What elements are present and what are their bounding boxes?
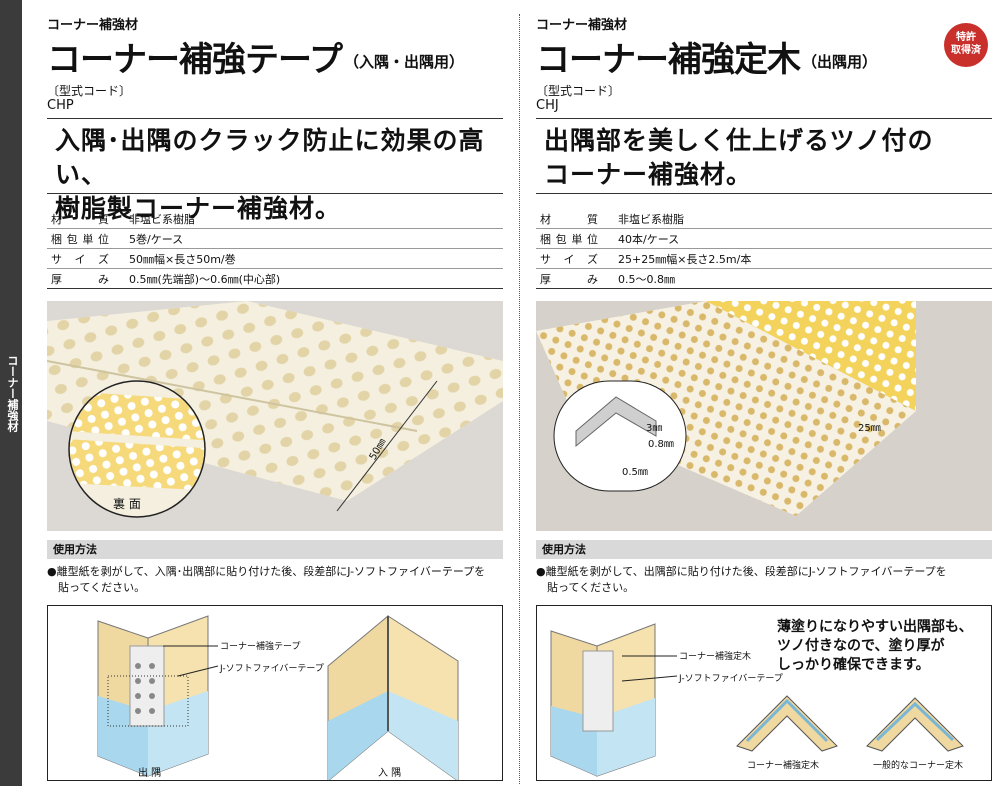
install-diagram-illustration [97, 614, 459, 780]
spec-row: 梱包単位 5巻/ケース [47, 228, 503, 249]
photo-dimension-3mm: 3㎜ [646, 423, 663, 434]
usage-heading: 使用方法 [47, 540, 503, 559]
diagram-note-line-1: 薄塗りになりやすい出隅部も、 [777, 619, 973, 635]
code-label: 〔型式コード〕 [47, 84, 132, 98]
spec-value: 25+25㎜幅×長さ2.5m/本 [608, 248, 992, 269]
headline: 入隅･出隅のクラック防止に効果の高い、 樹脂製コーナー補強材。 [55, 124, 503, 226]
product-code: CHJ [536, 98, 559, 113]
patent-badge-line-2: 取得済 [951, 45, 981, 56]
product-title-main: コーナー補強テープ [47, 40, 343, 80]
headline-line-1: 出隅部を美しく仕上げるツノ付の [544, 126, 934, 155]
diagram-caption-bead: コーナー補強定木 [747, 761, 820, 771]
rule [536, 118, 992, 119]
category-label: コーナー補強材 [47, 18, 139, 33]
sidebar: コーナー補強材 [0, 0, 22, 786]
spec-row: サイズ 25+25㎜幅×長さ2.5m/本 [536, 248, 992, 269]
usage-line-1: ●離型紙を剥がして、出隅部に貼り付けた後、段差部にJ-ソフトファイバーテープを [536, 565, 947, 578]
product-photo: 50㎜ 裏 面 [47, 301, 503, 531]
photo-dimension-05mm: 0.5㎜ [622, 467, 648, 478]
install-diagram: コーナー補強定木 J-ソフトファイバーテープ 薄塗りになりやすい出隅部も、 ツノ… [536, 605, 992, 781]
diagram-caption-general: 一般的なコーナー定木 [873, 761, 964, 771]
spec-value: 非塩ビ系樹脂 [608, 209, 992, 229]
product-title-main: コーナー補強定木 [536, 40, 801, 80]
spec-value: 0.5㎜(先端部)～0.6㎜(中心部) [119, 268, 503, 289]
spec-key-text: 梱包単位 [540, 232, 600, 246]
spec-value: 0.5～0.8㎜ [608, 268, 992, 289]
spec-key-text: サイズ [51, 252, 111, 266]
diagram-caption-inside: 入 隅 [378, 768, 402, 779]
spec-value: 非塩ビ系樹脂 [119, 209, 503, 229]
product-photo: 3㎜ 0.8㎜ 0.5㎜ 25㎜ [536, 301, 992, 531]
spec-key-text: 梱包単位 [51, 232, 111, 246]
spec-table: 材質非塩ビ系樹脂 梱包単位 5巻/ケース サイズ 50㎜幅×長さ50m/巻 厚み 0.… [47, 209, 503, 289]
spec-key-text: サイズ [540, 252, 600, 266]
product-title: コーナー補強定木（出隅用） [536, 32, 877, 81]
sidebar-label: コーナー補強材 [6, 355, 19, 432]
spec-key: 梱包単位 [536, 228, 608, 249]
code-label: 〔型式コード〕 [536, 84, 621, 98]
diagram-label-bead: コーナー補強定木 [679, 652, 752, 662]
tape-photo-illustration [47, 301, 503, 531]
usage-line-2: 貼ってください。 [47, 581, 146, 594]
spec-row: 厚み 0.5～0.8㎜ [536, 268, 992, 289]
spec-value: 40本/ケース [608, 228, 992, 249]
install-diagram: コーナー補強テープ J-ソフトファイバーテープ 出 隅 入 隅 [47, 605, 503, 781]
spec-key-text: 厚み [540, 272, 600, 286]
spec-key: 厚み [536, 268, 608, 289]
spec-row: 材質非塩ビ系樹脂 [536, 209, 992, 229]
bead-photo-illustration [536, 301, 992, 531]
spec-row: 厚み 0.5㎜(先端部)～0.6㎜(中心部) [47, 268, 503, 289]
photo-dimension-25mm: 25㎜ [858, 423, 881, 434]
diagram-note-line-3: しっかり確保できます。 [777, 657, 930, 673]
column-divider [519, 14, 520, 784]
diagram-label-fiber: J-ソフトファイバーテープ [220, 664, 324, 674]
spec-key: サイズ [47, 248, 119, 269]
product-title-sub: （出隅用） [802, 53, 878, 71]
spec-value: 5巻/ケース [119, 228, 503, 249]
spec-key: サイズ [536, 248, 608, 269]
usage-text: ●離型紙を剥がして、入隅･出隅部に貼り付けた後、段差部にJ-ソフトファイバーテー… [47, 564, 503, 596]
spec-key-text: 厚み [51, 272, 111, 286]
spec-key: 材質 [536, 209, 608, 229]
spec-key: 厚み [47, 268, 119, 289]
rule [536, 193, 992, 194]
spec-row: サイズ 50㎜幅×長さ50m/巻 [47, 248, 503, 269]
spec-key: 梱包単位 [47, 228, 119, 249]
rule [47, 118, 503, 119]
usage-line-2: 貼ってください。 [536, 581, 635, 594]
usage-line-1: ●離型紙を剥がして、入隅･出隅部に貼り付けた後、段差部にJ-ソフトファイバーテー… [47, 565, 486, 578]
product-title: コーナー補強テープ（入隅・出隅用） [47, 32, 464, 81]
usage-heading: 使用方法 [536, 540, 992, 559]
diagram-label-tape: コーナー補強テープ [220, 642, 301, 652]
usage-text: ●離型紙を剥がして、出隅部に貼り付けた後、段差部にJ-ソフトファイバーテープを … [536, 564, 992, 596]
diagram-note: 薄塗りになりやすい出隅部も、 ツノ付きなので、塗り厚が しっかり確保できます。 [777, 618, 973, 675]
product-code: CHP [47, 98, 74, 113]
photo-dimension-08mm: 0.8㎜ [648, 439, 674, 450]
headline-line-1: 入隅･出隅のクラック防止に効果の高い、 [55, 126, 485, 189]
spec-key: 材質 [47, 209, 119, 229]
spec-key-text: 材質 [540, 212, 600, 226]
photo-back-label: 裏 面 [113, 497, 141, 511]
spec-value: 50㎜幅×長さ50m/巻 [119, 248, 503, 269]
headline: 出隅部を美しく仕上げるツノ付の コーナー補強材。 [544, 124, 934, 192]
category-label: コーナー補強材 [536, 18, 628, 33]
diagram-note-line-2: ツノ付きなので、塗り厚が [777, 638, 945, 654]
diagram-label-fiber: J-ソフトファイバーテープ [679, 674, 783, 684]
spec-row: 材質非塩ビ系樹脂 [47, 209, 503, 229]
patent-badge: 特許 取得済 [944, 23, 988, 67]
product-title-sub: （入隅・出隅用） [343, 53, 464, 71]
spec-row: 梱包単位 40本/ケース [536, 228, 992, 249]
spec-key-text: 材質 [51, 212, 111, 226]
headline-line-2: コーナー補強材。 [544, 160, 753, 189]
install-diagram-illustration [550, 623, 964, 777]
rule [47, 193, 503, 194]
spec-table: 材質非塩ビ系樹脂 梱包単位 40本/ケース サイズ 25+25㎜幅×長さ2.5m/本… [536, 209, 992, 289]
diagram-caption-outside: 出 隅 [138, 768, 162, 779]
patent-badge-line-1: 特許 [956, 32, 976, 43]
